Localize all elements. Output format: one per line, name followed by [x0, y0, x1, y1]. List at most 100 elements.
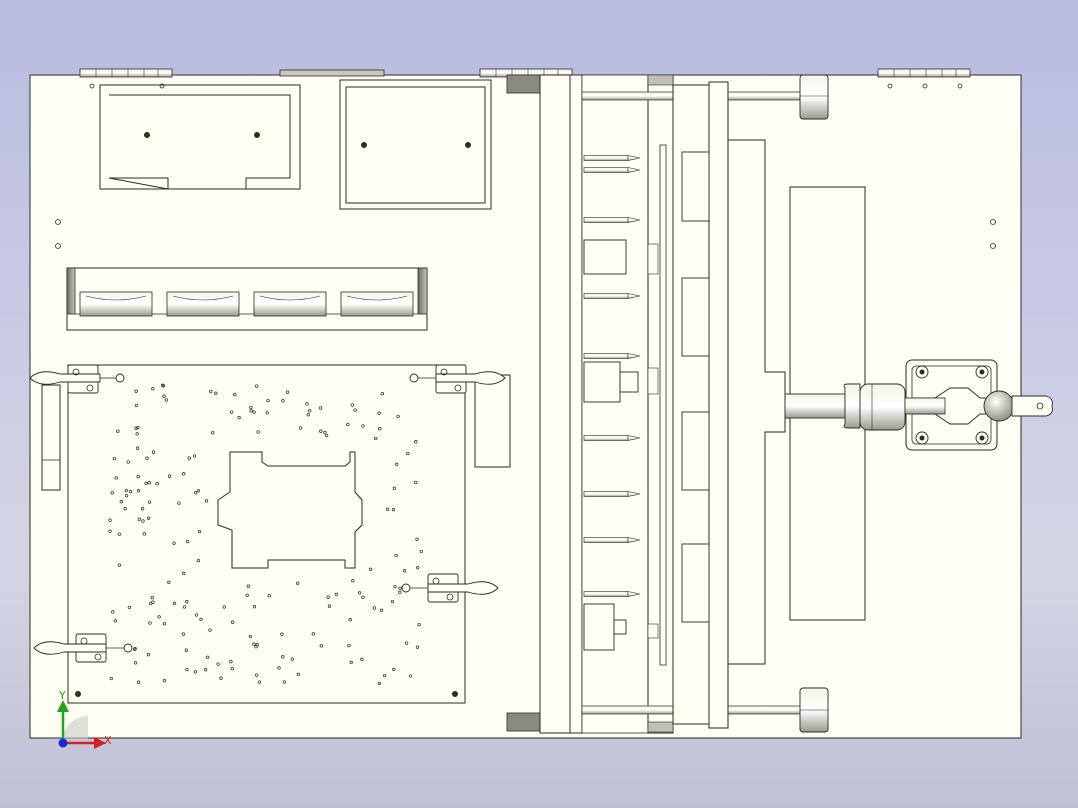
- pcb-hole: [155, 482, 159, 486]
- pcb-hole: [157, 615, 161, 619]
- pusher-block[interactable]: [672, 81, 786, 729]
- pcb-hole: [187, 456, 191, 460]
- pcb-hole: [326, 595, 330, 599]
- pcb-hole: [194, 491, 198, 495]
- pcb-hole: [255, 673, 259, 677]
- pocket-left[interactable]: [99, 84, 301, 190]
- pcb-hole: [255, 384, 259, 388]
- pcb-hole: [383, 673, 387, 678]
- pcb-hole: [252, 642, 256, 646]
- pcb-hole: [208, 628, 212, 632]
- toggle-clamp-mid-right[interactable]: [401, 573, 499, 603]
- pcb-hole: [142, 532, 146, 536]
- pcb-hole: [414, 440, 418, 444]
- toggle-clamp-top-right[interactable]: [409, 364, 506, 394]
- pcb-hole: [318, 406, 323, 410]
- pcb-hole: [230, 667, 234, 671]
- pcb-hole: [194, 613, 199, 617]
- pcb-hole: [361, 595, 365, 599]
- pcb-hole: [146, 516, 151, 520]
- pcb-hole: [398, 590, 402, 594]
- pcb-hole: [306, 413, 310, 417]
- pcb-hole: [350, 403, 354, 407]
- pcb-hole: [308, 409, 312, 413]
- guide-pin: [583, 217, 629, 223]
- pcb-hole: [144, 481, 148, 486]
- guide-pin: [583, 491, 629, 497]
- pcb-hole: [197, 529, 202, 534]
- pcb-hole: [206, 655, 210, 659]
- guide-pin-tip: [627, 435, 641, 441]
- horizontal-toggle-clamp[interactable]: [784, 359, 1053, 451]
- guide-pin: [583, 155, 629, 161]
- guide-pins: [583, 155, 641, 597]
- pcb-hole: [203, 668, 208, 672]
- axis-label-y: Y: [58, 689, 66, 702]
- pcb-hole: [249, 409, 253, 413]
- pcb-hole: [140, 507, 145, 511]
- pcb-hole: [311, 632, 315, 636]
- pcb-hole: [347, 643, 351, 648]
- side-block-left: [41, 384, 61, 491]
- pcb-hole: [108, 518, 112, 522]
- pcb-hole: [216, 662, 220, 666]
- pcb-hole: [136, 489, 141, 493]
- pocket-right[interactable]: [339, 79, 492, 210]
- pcb-hole: [393, 584, 397, 589]
- pcb-hole: [298, 426, 303, 430]
- guide-pin: [583, 537, 629, 543]
- pcb-hole: [133, 647, 137, 651]
- pcb-hole: [111, 610, 115, 614]
- roller-2: [166, 291, 240, 317]
- guide-pin-tip: [627, 537, 641, 543]
- pcb-hole: [256, 430, 260, 434]
- pcb-hole: [151, 387, 155, 391]
- pcb-hole: [392, 667, 396, 672]
- pcb-hole: [255, 643, 259, 647]
- pcb-hole: [392, 486, 396, 490]
- pcb-hole: [117, 563, 122, 567]
- pcb-plate[interactable]: [67, 364, 466, 704]
- toggle-clamp-top-left[interactable]: [29, 364, 125, 394]
- pcb-hole: [334, 592, 338, 596]
- pcb-hole: [379, 608, 384, 612]
- pcb-hole: [377, 411, 381, 415]
- pcb-hole: [196, 558, 201, 563]
- pcb-hole: [124, 488, 128, 493]
- pcb-hole: [123, 507, 127, 511]
- pcb-hole: [349, 660, 353, 665]
- pcb-hole: [133, 661, 138, 665]
- pcb-hole: [265, 411, 269, 415]
- pcb-hole: [305, 402, 309, 406]
- pcb-hole: [186, 539, 190, 544]
- rail-assembly[interactable]: [506, 74, 674, 734]
- pcb-hole: [117, 532, 121, 536]
- toggle-clamp-bottom-left[interactable]: [33, 633, 133, 663]
- pcb-hole: [390, 599, 395, 604]
- pcb-hole: [167, 580, 171, 584]
- pcb-hole: [257, 680, 262, 684]
- pcb-hole: [162, 622, 167, 626]
- pcb-hole: [377, 681, 381, 686]
- pcb-hole: [417, 622, 421, 627]
- pcb-hole: [252, 605, 257, 609]
- pcb-hole: [134, 389, 138, 393]
- pcb-hole: [296, 581, 300, 585]
- pcb-hole: [172, 601, 177, 606]
- pcb-hole: [282, 680, 287, 684]
- pcb-hole: [406, 451, 410, 456]
- roller-tray[interactable]: [66, 267, 428, 331]
- pcb-hole: [119, 500, 123, 504]
- pcb-hole: [114, 476, 118, 480]
- pcb-hole: [214, 391, 218, 395]
- pcb-hole: [416, 566, 420, 570]
- pcb-hole: [231, 620, 235, 624]
- pcb-hole: [204, 499, 209, 503]
- pcb-hole: [193, 670, 197, 674]
- pcb-hole: [219, 676, 223, 680]
- pcb-hole: [374, 436, 378, 441]
- pcb-hole: [137, 517, 141, 521]
- pcb-hole: [209, 389, 213, 394]
